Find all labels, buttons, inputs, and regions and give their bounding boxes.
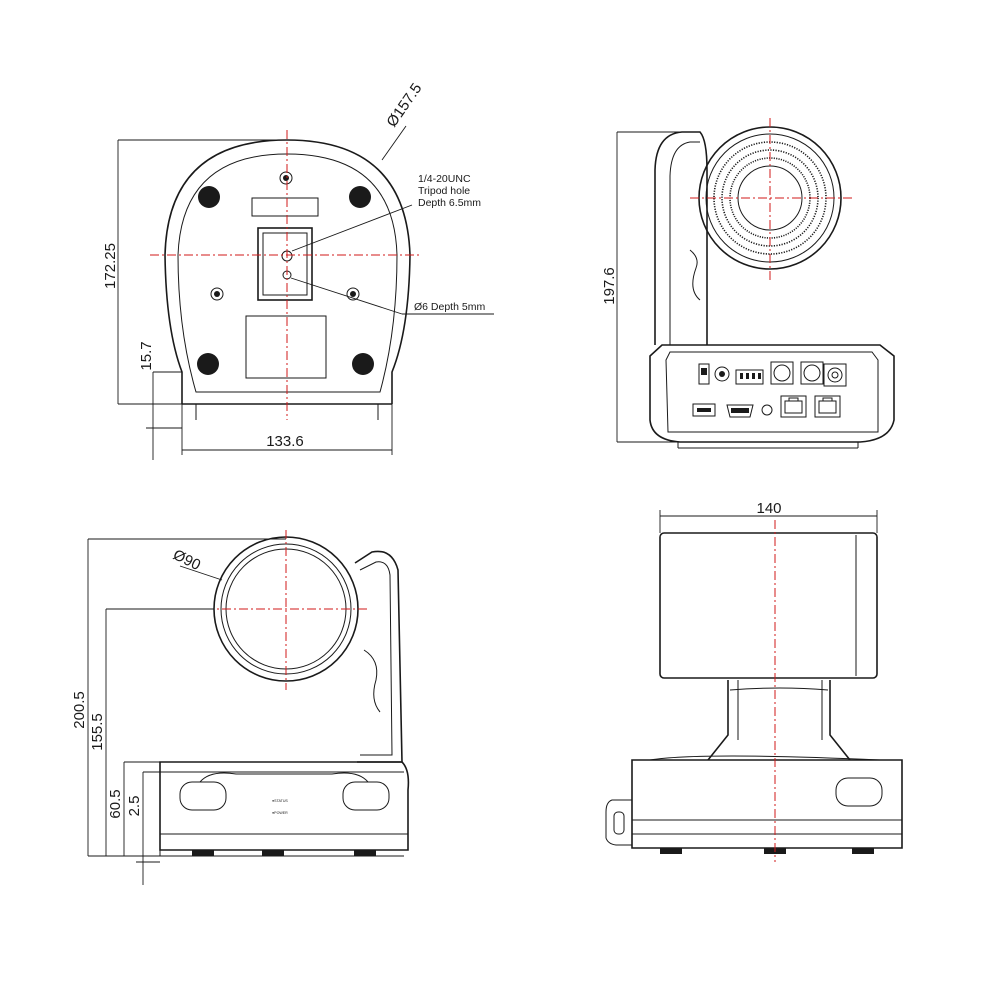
- tripod-plate: [257, 227, 313, 301]
- sdi-port-icon: [823, 363, 847, 387]
- rs422-port-icon: [800, 361, 824, 385]
- rs232-port-icon: [770, 361, 794, 385]
- usb-port-icon: [692, 403, 716, 417]
- side-grip-left: [179, 781, 227, 811]
- dim-bottom-width: 133.6: [266, 433, 304, 450]
- rear-panel-connectors: [692, 361, 847, 418]
- front-grip: [835, 777, 883, 807]
- lan-port-2-icon: [814, 395, 841, 418]
- screw-icon: [210, 171, 360, 301]
- rear-view: 197.6: [601, 118, 895, 449]
- panel-label-status: ●STATUS: [272, 799, 288, 803]
- rubber-foot-icon: [197, 186, 374, 375]
- note-hole: Ø6 Depth 5mm: [414, 301, 485, 313]
- dim-bottom-height: 172.25: [102, 243, 119, 289]
- panel-label-power: ●POWER: [272, 811, 288, 815]
- hdmi-port-icon: [726, 404, 754, 418]
- label-plate-bottom: [245, 315, 327, 379]
- front-view-neck: [707, 680, 851, 761]
- label-plate-top: [251, 197, 319, 217]
- dim-side-foot: 2.5: [126, 796, 143, 817]
- note-tripod-line-1: 1/4-20UNC: [418, 173, 471, 185]
- front-view: 140: [605, 500, 903, 862]
- terminal-block-icon: [735, 369, 764, 385]
- note-tripod-line-3: Depth 6.5mm: [418, 197, 481, 209]
- dim-side-lens: Ø90: [170, 546, 203, 574]
- side-view-base: [159, 761, 410, 851]
- dim-bottom-foot: 15.7: [138, 341, 155, 370]
- dim-front-width: 140: [756, 500, 781, 517]
- rear-view-yoke: [654, 131, 708, 345]
- front-view-base: [631, 759, 903, 849]
- bottom-view: 172.25 15.7 133.6 Ø157.5 1/4-20UNC Tripo…: [102, 80, 494, 460]
- dc-jack-icon: [714, 366, 730, 382]
- rear-view-base: [649, 344, 895, 443]
- front-view-head: [659, 532, 878, 679]
- side-grip-right: [342, 781, 390, 811]
- note-tripod-line-2: Tripod hole: [418, 185, 470, 197]
- dim-rear-height: 197.6: [601, 267, 618, 305]
- cable-clip: [605, 799, 632, 846]
- bottom-view-outline: [164, 139, 411, 404]
- audio-jack-icon: [761, 404, 773, 416]
- dim-side-total: 200.5: [71, 691, 88, 729]
- dim-bottom-radius: Ø157.5: [383, 80, 425, 130]
- power-switch-icon: [698, 363, 710, 385]
- lan-port-icon: [780, 395, 807, 418]
- dim-side-base: 60.5: [107, 789, 124, 818]
- dim-side-axis: 155.5: [89, 713, 106, 751]
- side-view-yoke: [354, 550, 403, 763]
- side-view: ●STATUS ●POWER Ø90 200.5 155.5 60.5 2.5: [71, 530, 410, 885]
